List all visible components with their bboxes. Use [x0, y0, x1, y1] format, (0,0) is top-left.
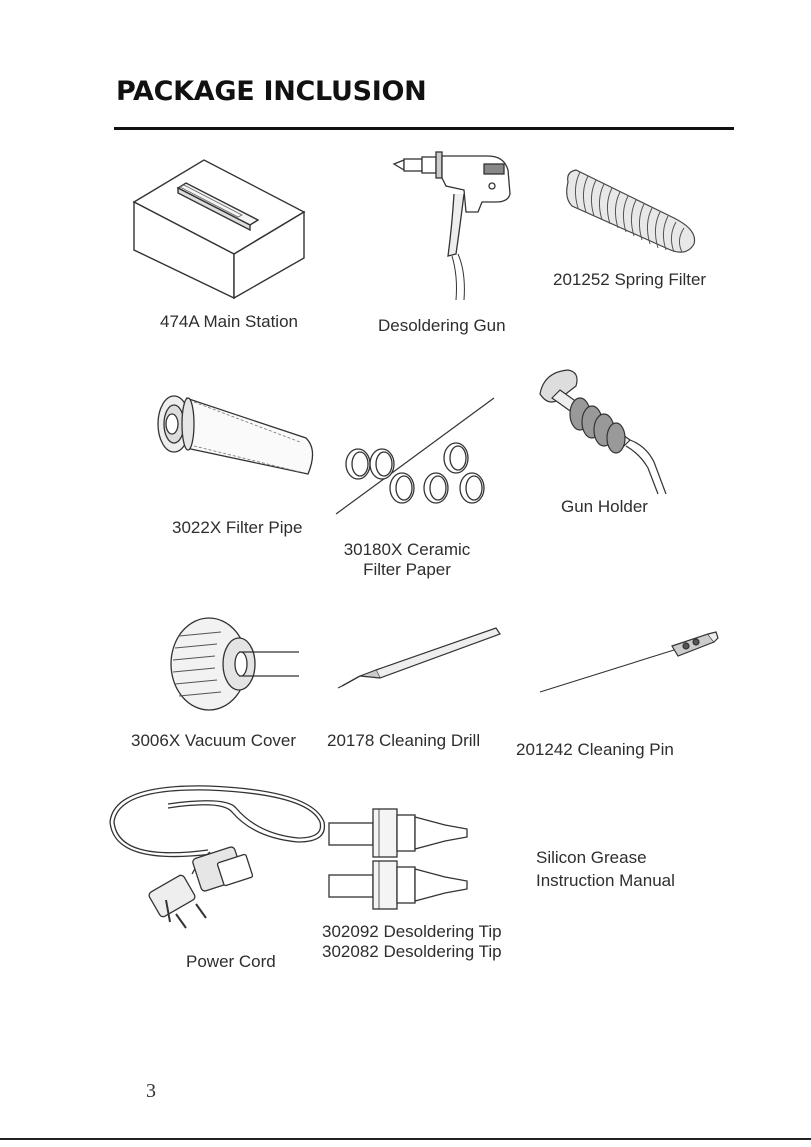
- caption-desoldering-gun: Desoldering Gun: [378, 316, 506, 336]
- caption-tip-2: 302082 Desoldering Tip: [322, 942, 502, 962]
- vacuum-cover-icon: [165, 612, 305, 722]
- caption-silicon-grease: Silicon Grease: [536, 846, 675, 869]
- desoldering-gun-icon: [392, 150, 542, 302]
- bottom-edge: [0, 1138, 811, 1140]
- main-station-icon: [130, 158, 310, 300]
- caption-ceramic-filter: 30180X Ceramic Filter Paper: [322, 540, 492, 580]
- caption-cleaning-drill: 20178 Cleaning Drill: [327, 731, 480, 751]
- cleaning-pin-icon: [536, 628, 722, 698]
- gun-holder-icon: [534, 366, 680, 496]
- caption-vacuum-cover: 3006X Vacuum Cover: [131, 731, 296, 751]
- caption-main-station: 474A Main Station: [160, 312, 298, 332]
- caption-spring-filter: 201252 Spring Filter: [553, 270, 706, 290]
- caption-ceramic-line1: 30180X Ceramic: [322, 540, 492, 560]
- title-rule: [114, 127, 734, 130]
- caption-gun-holder: Gun Holder: [561, 497, 648, 517]
- power-cord-icon: [108, 782, 328, 932]
- caption-instruction-manual: Instruction Manual: [536, 869, 675, 892]
- caption-desoldering-tips: 302092 Desoldering Tip 302082 Desolderin…: [322, 922, 502, 962]
- desoldering-tips-icon: [325, 805, 475, 915]
- page-title: PACKAGE INCLUSION: [116, 76, 426, 107]
- caption-tip-1: 302092 Desoldering Tip: [322, 922, 502, 942]
- spring-filter-icon: [562, 166, 704, 264]
- caption-power-cord: Power Cord: [186, 952, 276, 972]
- ceramic-filter-icon: [332, 394, 502, 518]
- caption-cleaning-pin: 201242 Cleaning Pin: [516, 740, 674, 760]
- filter-pipe-icon: [150, 390, 320, 492]
- cleaning-drill-icon: [336, 620, 506, 692]
- caption-filter-pipe: 3022X Filter Pipe: [172, 518, 302, 538]
- page-number: 3: [146, 1080, 156, 1103]
- caption-ceramic-line2: Filter Paper: [322, 560, 492, 580]
- caption-accessories: Silicon Grease Instruction Manual: [536, 846, 675, 892]
